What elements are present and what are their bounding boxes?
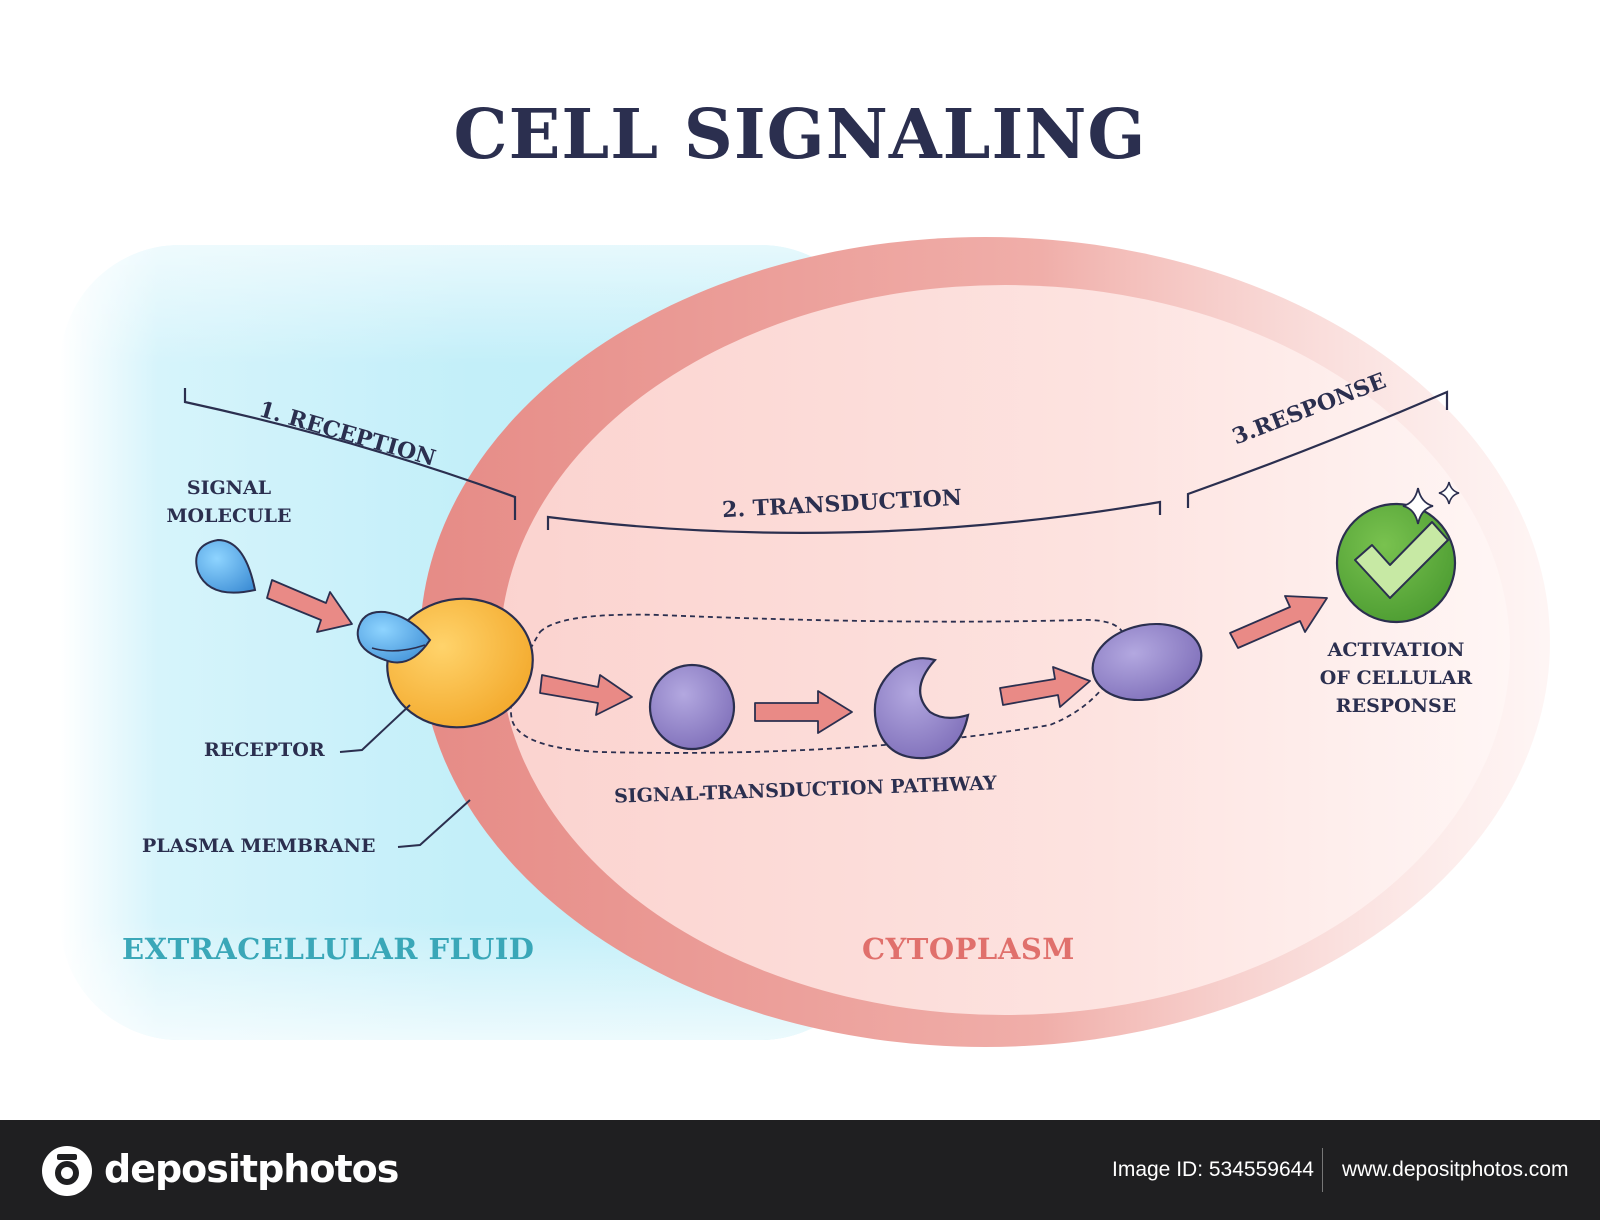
arrow-signal-to-receptor — [266, 579, 353, 633]
membrane-leader-line — [397, 799, 471, 848]
arrow-relay3-to-response — [1229, 595, 1328, 649]
signal-molecule — [195, 538, 257, 594]
signal-molecule-label: SIGNAL MOLECULE — [160, 474, 298, 530]
footer-url[interactable]: www.depositphotos.com — [1342, 1158, 1569, 1181]
signal-molecule-label-line2: MOLECULE — [166, 505, 292, 527]
relay-molecule-1 — [648, 663, 736, 751]
activation-label: ACTIVATION OF CELLULAR RESPONSE — [1308, 636, 1484, 720]
cytoplasm-label: CYTOPLASM — [862, 932, 1075, 966]
footer-brand: depositphotos — [104, 1147, 399, 1191]
activation-label-line2: OF CELLULAR — [1319, 667, 1473, 689]
footer-bar: depositphotos Image ID: 534559644 www.de… — [0, 1120, 1600, 1220]
response-bracket — [1186, 390, 1449, 508]
footer-separator — [1322, 1148, 1323, 1192]
signal-molecule-label-line1: SIGNAL — [186, 477, 272, 499]
depositphotos-logo-icon — [42, 1146, 92, 1196]
diagram-canvas: CELL SIGNALING 1. RECEPTION 2. TRANSDUCT… — [60, 95, 1550, 1047]
sparkle-icon — [1402, 487, 1434, 525]
relay-molecule-2 — [873, 657, 970, 760]
reception-bracket — [183, 388, 517, 520]
plasma-membrane-label: PLASMA MEMBRANE — [142, 835, 376, 857]
extracellular-fluid-label: EXTRACELLULAR FLUID — [122, 932, 535, 966]
activation-label-line1: ACTIVATION — [1327, 639, 1465, 661]
transduction-bracket — [546, 500, 1162, 534]
receptor-label: RECEPTOR — [204, 739, 325, 761]
bound-signal-molecule — [356, 610, 432, 664]
arrow-relay1-to-relay2 — [754, 690, 853, 734]
diagram-graphics — [60, 237, 1550, 1047]
arrow-relay2-to-relay3 — [999, 666, 1091, 708]
receptor-leader-line — [339, 704, 411, 753]
arrow-receptor-to-relay1 — [539, 674, 633, 716]
footer-image-id: Image ID: 534559644 — [1112, 1158, 1314, 1181]
arrows — [266, 579, 1328, 734]
receptor — [386, 597, 534, 729]
sparkle-icon — [1438, 481, 1460, 505]
page-title: CELL SIGNALING — [453, 95, 1147, 175]
pathway-outline — [509, 613, 1126, 754]
relay-molecule-3 — [1091, 622, 1203, 702]
activation-label-line3: RESPONSE — [1335, 695, 1457, 717]
checkmark-icon — [1354, 521, 1449, 599]
